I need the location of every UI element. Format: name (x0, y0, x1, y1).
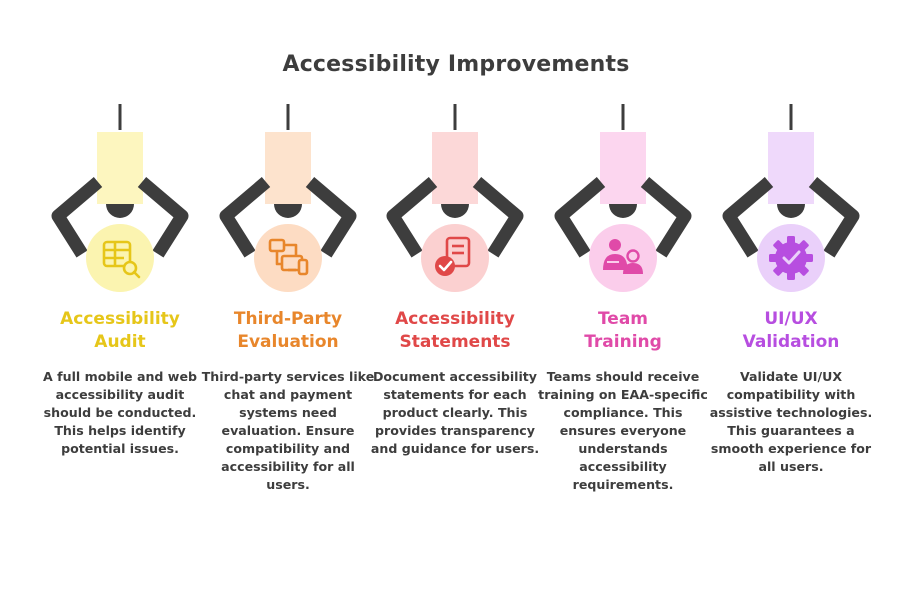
step-description: Document accessibility statements for ea… (370, 369, 540, 456)
step-heading-line: Audit (94, 332, 146, 352)
claw-panel (265, 132, 311, 204)
step-accessibility-audit: Accessibility Audit A full mobile and we… (40, 0, 200, 606)
step-heading: Team Training (533, 308, 713, 354)
step-heading: Accessibility Statements (365, 308, 545, 354)
step-heading: Accessibility Audit (30, 308, 210, 354)
step-heading: UI/UX Validation (701, 308, 881, 354)
document-check-icon (435, 236, 471, 276)
claw-panel (97, 132, 143, 204)
step-heading-line: Statements (399, 332, 511, 352)
icon-circle (421, 224, 489, 292)
step-heading-line: Evaluation (237, 332, 339, 352)
step-description: A full mobile and web accessibility audi… (43, 369, 197, 456)
claw-panel (768, 132, 814, 204)
diagram-title: Accessibility Improvements (282, 52, 630, 77)
step-accessibility-statements: Accessibility Statements Document access… (371, 0, 539, 606)
connected-devices-icon (268, 238, 309, 276)
step-description: Teams should receive training on EAA-spe… (538, 369, 708, 492)
step-heading-line: Training (584, 332, 662, 352)
claw-panel (600, 132, 646, 204)
claw-graphic (51, 104, 189, 292)
claw-graphic (386, 104, 524, 292)
step-heading-line: Team (597, 309, 649, 329)
claw-graphic (219, 104, 357, 292)
step-heading-line: Accessibility (60, 309, 180, 329)
icon-circle (254, 224, 322, 292)
step-third-party-evaluation: Third-Party Evaluation Third-party servi… (202, 0, 374, 606)
claw-graphic (554, 104, 692, 292)
step-heading: Third-Party Evaluation (198, 308, 378, 354)
gear-check-icon (769, 236, 813, 280)
team-training-icon (603, 239, 643, 274)
step-ui-ux-validation: UI/UX Validation Validate UI/UX compatib… (710, 0, 872, 606)
table-search-icon (102, 240, 141, 279)
claw-graphic (722, 104, 860, 292)
step-description: Validate UI/UX compatibility with assist… (709, 369, 873, 474)
step-heading-line: Validation (742, 332, 840, 352)
claw-panel (432, 132, 478, 204)
step-heading-line: Third-Party (233, 309, 343, 329)
step-heading-line: Accessibility (395, 309, 515, 329)
step-description: Third-party services like chat and payme… (201, 369, 375, 492)
step-team-training: Team Training Teams should receive train… (538, 0, 708, 606)
step-heading-line: UI/UX (764, 309, 818, 329)
